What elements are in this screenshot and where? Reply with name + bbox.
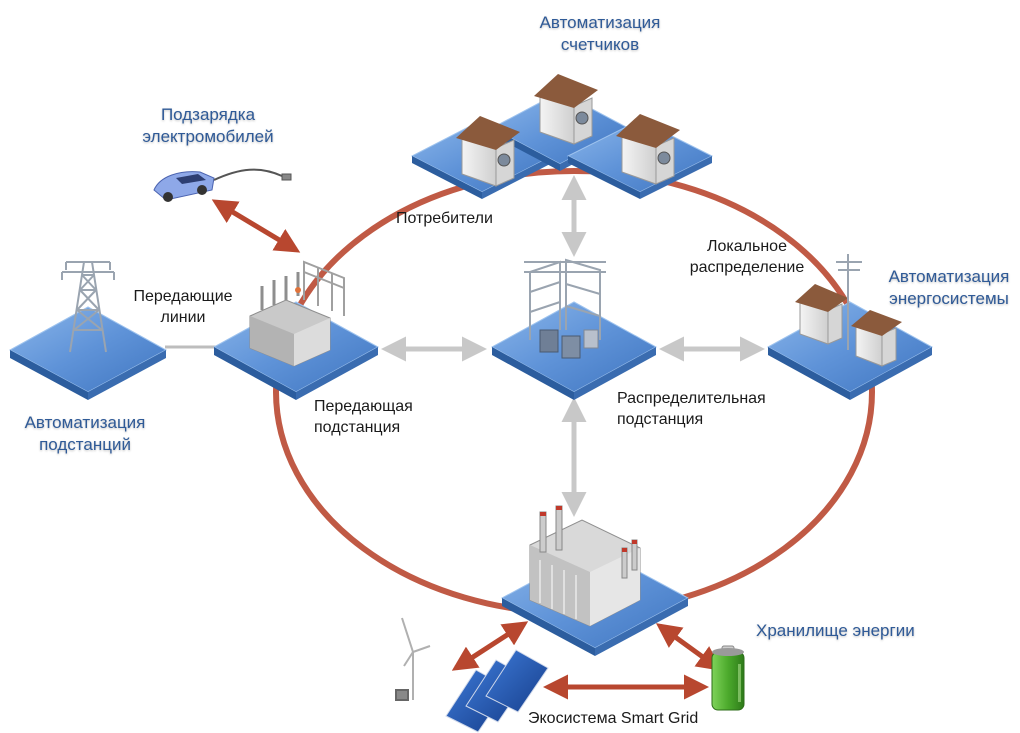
label-local-distribution-line1: Локальное <box>707 238 787 255</box>
label-ev-charging-line2: электромобилей <box>142 127 274 146</box>
label-transmission-lines-line2: линии <box>160 309 206 326</box>
gray-arrows <box>381 175 765 517</box>
arrow-ev-substation <box>211 199 301 253</box>
label-meter-automation: Автоматизация счетчиков <box>520 12 680 56</box>
pad-local-distribution <box>766 301 934 400</box>
label-ev-charging-line1: Подзарядка <box>160 105 256 124</box>
label-distribution-substation-line2: подстанция <box>617 411 704 428</box>
label-grid-automation: Автоматизация энергосистемы <box>878 266 1020 310</box>
pad-tower <box>8 306 168 400</box>
label-substation-automation: Автоматизация подстанций <box>10 412 160 456</box>
electric-car-icon <box>153 168 292 202</box>
wind-turbine-icon <box>395 617 431 701</box>
power-plant-icon <box>529 505 641 627</box>
label-substation-automation-line1: Автоматизация <box>24 413 146 432</box>
label-grid-automation-line2: энергосистемы <box>889 289 1009 308</box>
label-meter-automation-line1: Автоматизация <box>539 13 661 32</box>
label-energy-storage: Хранилище энергии <box>756 621 915 640</box>
label-transmission-substation: Передающая подстанция <box>314 396 413 438</box>
label-local-distribution: Локальное распределение <box>672 236 822 278</box>
local-distribution-houses-icon <box>795 284 902 367</box>
meter-house-left-icon <box>456 116 520 187</box>
label-grid-automation-line1: Автоматизация <box>888 267 1010 286</box>
battery-icon <box>711 645 745 711</box>
red-arrows <box>211 199 723 700</box>
label-local-distribution-line2: распределение <box>689 259 805 276</box>
label-transmission-lines-line1: Передающие <box>133 288 233 305</box>
label-substation-automation-line2: подстанций <box>39 435 131 454</box>
transformer-icon <box>249 260 345 367</box>
distribution-substation-icon <box>524 258 606 359</box>
label-distribution-substation-line1: Распределительная <box>617 390 766 407</box>
meter-house-right-icon <box>616 114 680 185</box>
label-consumers: Потребители <box>396 210 493 227</box>
label-transmission-lines: Передающие линии <box>128 286 238 328</box>
solar-panels-icon <box>445 649 549 733</box>
label-ecosystem: Экосистема Smart Grid <box>528 710 699 727</box>
meter-house-center-icon <box>534 74 598 145</box>
label-meter-automation-line2: счетчиков <box>560 35 640 54</box>
label-transmission-substation-line1: Передающая <box>314 398 413 415</box>
transmission-tower-icon <box>61 261 115 353</box>
label-distribution-substation: Распределительная подстанция <box>617 388 766 430</box>
label-transmission-substation-line2: подстанция <box>314 419 401 436</box>
utility-pole-icon <box>836 254 862 350</box>
arrow-plant-storage <box>655 623 723 671</box>
label-ev-charging: Подзарядка электромобилей <box>128 104 288 148</box>
arrow-wind-plant <box>451 621 529 671</box>
